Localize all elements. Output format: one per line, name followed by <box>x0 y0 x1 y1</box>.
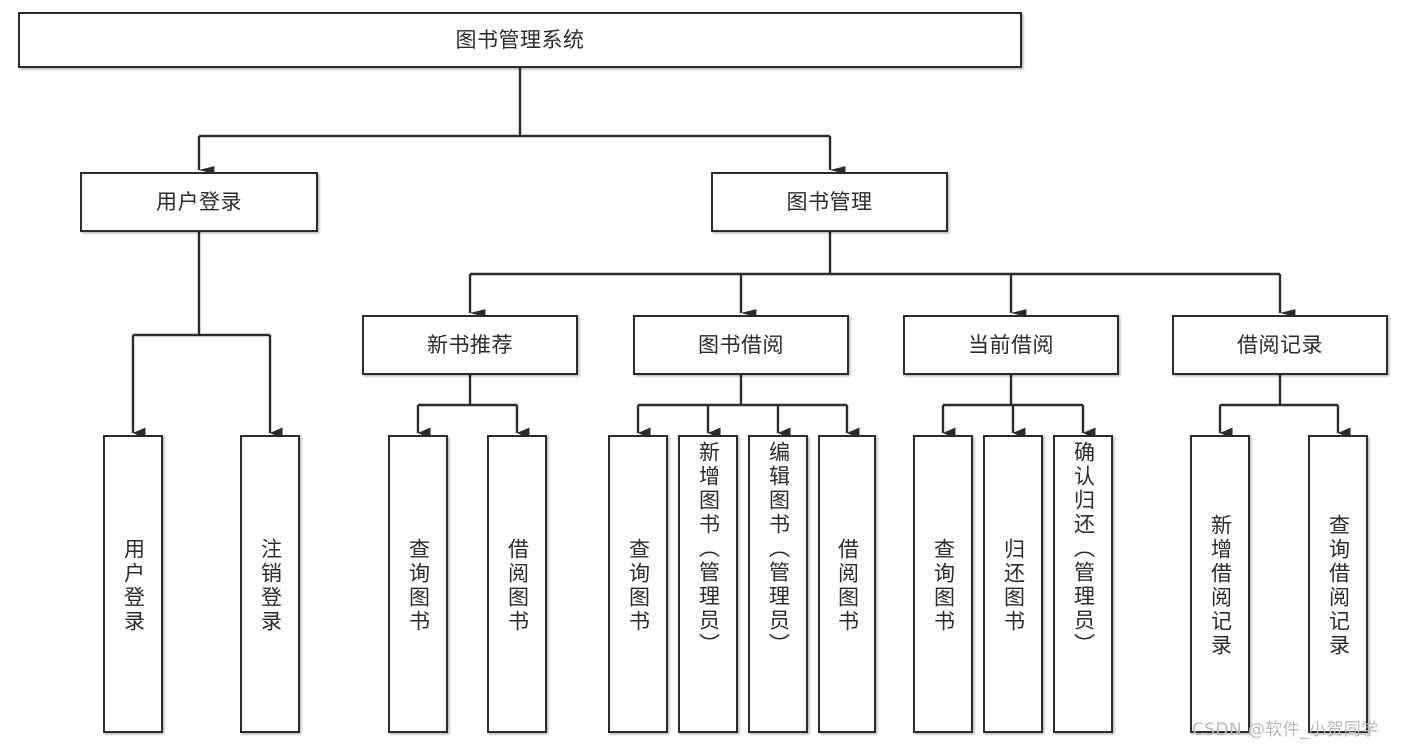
connector-group-borrow-records <box>1218 375 1351 439</box>
node-leaf-cb-return-book[interactable]: 归还图书 <box>983 435 1043 733</box>
node-leaf-bb-query-book[interactable]: 查询图书 <box>608 435 668 733</box>
node-book-borrow-label: 图书借阅 <box>698 332 784 357</box>
node-leaf-logout-label: 注销登录 <box>258 538 283 634</box>
node-leaf-cb-return-book-label: 归还图书 <box>1001 538 1026 634</box>
node-leaf-bb-add-book-label: 新增图书（管理员） <box>696 441 721 657</box>
node-leaf-nb-borrow-book[interactable]: 借阅图书 <box>487 435 547 733</box>
node-root-label: 图书管理系统 <box>455 27 585 52</box>
node-leaf-bb-add-book[interactable]: 新增图书（管理员） <box>678 435 738 733</box>
node-book-borrow[interactable]: 图书借阅 <box>633 315 849 375</box>
node-leaf-br-query-record[interactable]: 查询借阅记录 <box>1308 435 1368 733</box>
node-leaf-br-add-record-label: 新增借阅记录 <box>1208 514 1233 658</box>
node-leaf-bb-borrow-book-label: 借阅图书 <box>835 538 860 634</box>
connector-group-current-borrow <box>941 375 1096 439</box>
node-user-login[interactable]: 用户登录 <box>80 172 318 232</box>
node-leaf-nb-query-book[interactable]: 查询图书 <box>388 435 448 733</box>
node-user-login-label: 用户登录 <box>156 189 242 214</box>
node-current-borrow[interactable]: 当前借阅 <box>903 315 1119 375</box>
connector-group-book-management <box>468 232 1296 317</box>
node-leaf-bb-query-book-label: 查询图书 <box>626 538 651 634</box>
node-leaf-nb-borrow-book-label: 借阅图书 <box>505 538 530 634</box>
connector-group-user-login <box>131 232 283 439</box>
node-leaf-cb-query-book[interactable]: 查询图书 <box>913 435 973 733</box>
node-leaf-cb-query-book-label: 查询图书 <box>931 538 956 634</box>
node-leaf-login[interactable]: 用户登录 <box>103 435 163 733</box>
node-leaf-bb-borrow-book[interactable]: 借阅图书 <box>818 435 876 733</box>
node-leaf-br-add-record[interactable]: 新增借阅记录 <box>1190 435 1250 733</box>
node-current-borrow-label: 当前借阅 <box>968 332 1054 357</box>
connector-group-book-borrow <box>636 375 860 439</box>
node-book-management[interactable]: 图书管理 <box>711 172 948 232</box>
csdn-watermark: CSDN @软件_小贺同学 <box>1192 720 1379 740</box>
node-new-book-recommend-label: 新书推荐 <box>427 332 513 357</box>
node-borrow-records-label: 借阅记录 <box>1237 332 1323 357</box>
node-leaf-logout[interactable]: 注销登录 <box>240 435 300 733</box>
connector-group-new-book-recommend <box>416 375 530 439</box>
node-book-management-label: 图书管理 <box>786 189 873 214</box>
node-leaf-br-query-record-label: 查询借阅记录 <box>1326 514 1351 658</box>
node-leaf-login-label: 用户登录 <box>121 538 146 634</box>
node-leaf-cb-confirm-return-label: 确认归还（管理员） <box>1071 441 1096 657</box>
node-new-book-recommend[interactable]: 新书推荐 <box>362 315 578 375</box>
node-leaf-nb-query-book-label: 查询图书 <box>406 538 431 634</box>
connector-group-root <box>197 68 846 174</box>
node-leaf-bb-edit-book[interactable]: 编辑图书（管理员） <box>748 435 808 733</box>
node-borrow-records[interactable]: 借阅记录 <box>1172 315 1388 375</box>
node-leaf-bb-edit-book-label: 编辑图书（管理员） <box>766 441 791 657</box>
node-root[interactable]: 图书管理系统 <box>18 12 1022 68</box>
node-leaf-cb-confirm-return[interactable]: 确认归还（管理员） <box>1053 435 1113 733</box>
